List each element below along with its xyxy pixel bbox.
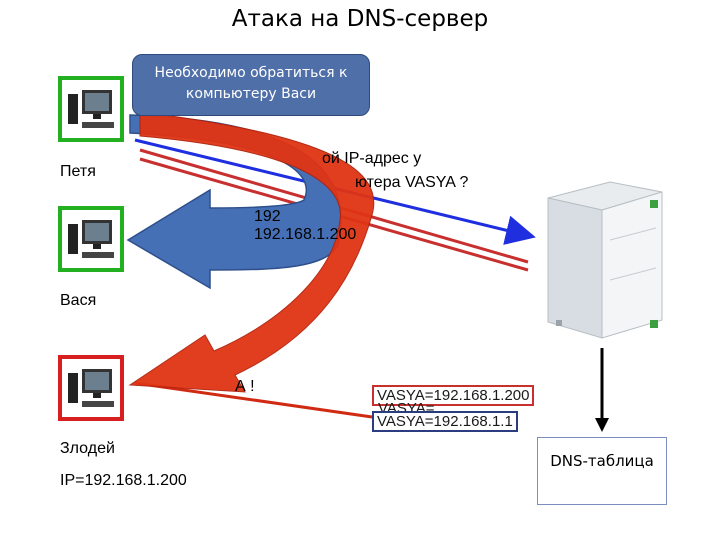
callout-bubble: Необходимо обратиться к компьютеру Васи xyxy=(132,54,370,116)
label-villain-ip: IP=192.168.1.200 xyxy=(60,472,187,489)
dns-table-label: DNS-таблица xyxy=(550,452,654,470)
computer-icon xyxy=(68,90,114,128)
query-text-2: ютера VASYA ? xyxy=(355,174,469,191)
query-text-1: ой IP-адрес у xyxy=(322,150,422,167)
computer-vasya xyxy=(58,206,124,272)
partial-exclaim-text: А ! xyxy=(235,378,255,395)
computer-icon xyxy=(68,220,114,258)
label-vasya: Вася xyxy=(60,292,97,309)
answer-text-1: 192 xyxy=(254,208,281,225)
callout-line-2: компьютеру Васи xyxy=(185,86,317,102)
answer-text-2: 192.168.1.200 xyxy=(254,226,357,243)
server-dns-arrow-head xyxy=(595,418,609,432)
callout-line-1: Необходимо обратиться к xyxy=(154,65,348,81)
computer-villain xyxy=(58,355,124,421)
server-icon xyxy=(547,181,663,339)
label-villain: Злодей xyxy=(60,440,115,457)
villain-dns-line xyxy=(134,381,373,419)
dns-table-box: DNS-таблица xyxy=(537,437,667,505)
computer-petya xyxy=(58,76,124,142)
dns-entry-original: VASYA=192.168.1.1 xyxy=(372,411,518,432)
computer-icon xyxy=(68,369,114,407)
label-petya: Петя xyxy=(60,163,96,180)
red-attack-arrow xyxy=(128,111,375,393)
diagram-title: Атака на DNS-сервер xyxy=(231,6,489,32)
dns-entry-forged: VASYA=192.168.1.200 xyxy=(372,385,535,406)
